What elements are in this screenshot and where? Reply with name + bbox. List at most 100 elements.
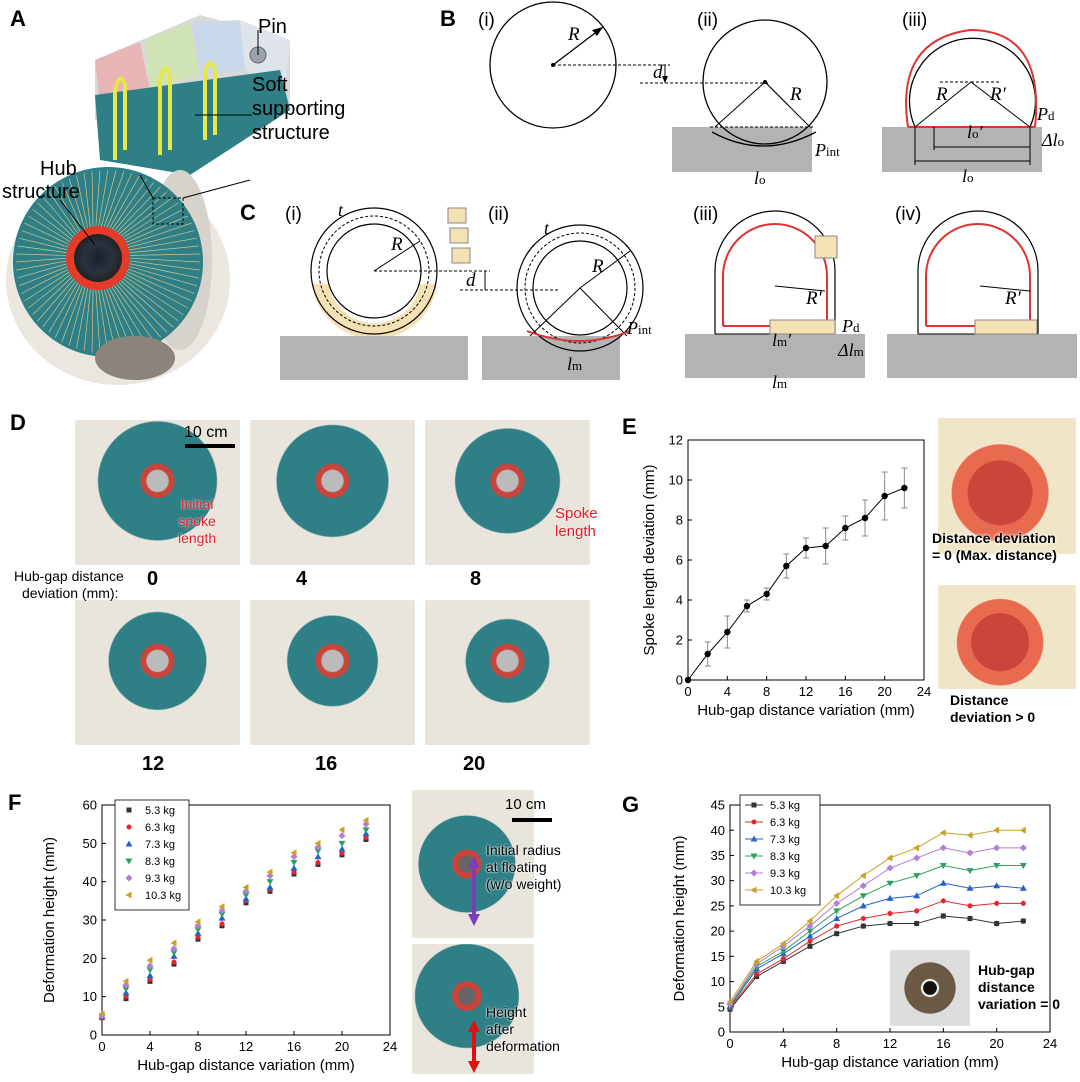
label-soft-structure: Soft supporting structure (252, 73, 345, 145)
data-point (751, 802, 757, 808)
b-sub-i: (i) (478, 10, 495, 31)
spoke-line (24, 222, 73, 247)
spoke-line (100, 170, 117, 231)
spoke-line (109, 283, 148, 346)
c-lm2-sub: m (572, 358, 583, 373)
data-point (940, 913, 946, 919)
data-point (859, 872, 866, 880)
data-point (125, 840, 133, 847)
data-point (939, 829, 946, 837)
data-point (146, 956, 153, 964)
f-bot-line2: after (486, 1021, 515, 1037)
data-point (966, 868, 974, 875)
data-point (779, 940, 786, 948)
panel-label-c: C (240, 200, 256, 225)
data-point (993, 863, 1001, 870)
data-point (861, 514, 869, 522)
x-tick-label: 20 (989, 1036, 1003, 1051)
f-top-line2: at floating (486, 859, 547, 875)
data-point (833, 908, 841, 915)
data-point (751, 819, 757, 825)
c-label-R-i: R (391, 234, 403, 255)
data-point (1020, 900, 1026, 906)
data-point (122, 977, 129, 985)
y-tick-label: 45 (711, 798, 725, 813)
spoke-line (113, 186, 162, 236)
spoke-line (48, 191, 81, 237)
spoke-line (54, 280, 83, 338)
c-label-lmp: lm′ (772, 330, 791, 351)
x-tick-label: 12 (239, 1039, 253, 1054)
label-e-top: Distance deviation = 0 (Max. distance) (932, 530, 1057, 564)
spoke-line (123, 222, 192, 247)
data-point (125, 874, 133, 882)
pint-p: P (815, 140, 826, 160)
legend-label: 5.3 kg (145, 805, 175, 817)
spoke-line (125, 260, 200, 271)
y-tick-label: 10 (711, 974, 725, 989)
e-bot-line2: deviation > 0 (950, 709, 1036, 725)
c-lmp-l: l (772, 330, 778, 350)
data-point (939, 879, 947, 886)
spoke-line (28, 271, 74, 309)
spoke-line (16, 253, 71, 256)
data-point (834, 923, 840, 929)
y-tick-label: 0 (90, 1028, 97, 1043)
series-line (729, 900, 1024, 1009)
spoke-line (111, 282, 155, 342)
soft-line1: Soft (252, 74, 288, 96)
c-dlm-l: Δl (838, 340, 854, 360)
y-tick-label: 5 (718, 999, 725, 1014)
spoke-line (83, 285, 92, 351)
c-lmp-sub: m (777, 334, 788, 349)
spoke-line (37, 202, 77, 241)
data-point (338, 845, 346, 852)
data-point (966, 831, 973, 839)
spoke-line2: length (555, 523, 596, 540)
spoke-line (109, 178, 148, 233)
label-spoke-length: Spoke length (555, 505, 598, 541)
c-label-pint: Pint (627, 318, 652, 339)
lop-l: l (967, 122, 973, 142)
y-tick-label: 12 (669, 433, 683, 448)
spoke-line (42, 277, 79, 328)
b-label-pd: Pd (1037, 104, 1055, 125)
b-sub-ii: (ii) (697, 10, 719, 31)
data-point (339, 850, 345, 856)
data-point (822, 542, 829, 550)
data-point (170, 945, 178, 953)
data-point (806, 917, 813, 925)
tire-photo (75, 600, 240, 745)
x-tick-label: 24 (1043, 1036, 1057, 1051)
plot-frame (687, 439, 925, 681)
tire-photo (250, 420, 415, 565)
data-point (266, 868, 273, 876)
spoke-line (76, 284, 89, 349)
spoke-line (17, 245, 71, 254)
data-point (146, 972, 154, 979)
spoke-line (76, 175, 89, 232)
spoke-line (21, 230, 72, 249)
spoke-line (32, 273, 76, 316)
data-point (887, 910, 893, 916)
label-g-inset: Hub-gap distance variation = 0 (978, 962, 1060, 1013)
data-point (913, 854, 921, 862)
c-label-Rp-iv: R′ (1005, 288, 1021, 309)
tire-photo (425, 600, 590, 745)
spoke-line (122, 271, 188, 309)
spoke-line (117, 196, 174, 239)
spoke-line (120, 208, 184, 243)
spoke-line (122, 215, 188, 245)
data-point (886, 894, 894, 901)
data-point (195, 934, 201, 940)
spoke-line (111, 182, 155, 234)
c-pint-p: P (627, 318, 638, 338)
spoke-line (125, 245, 199, 254)
b-label-R-iii: R (936, 84, 948, 105)
data-point (967, 916, 973, 921)
c-label-dlm: Δlm (838, 340, 864, 361)
data-point (806, 928, 814, 935)
spoke-line (61, 282, 85, 342)
rowlabel-line1: Hub-gap distance (14, 568, 124, 584)
